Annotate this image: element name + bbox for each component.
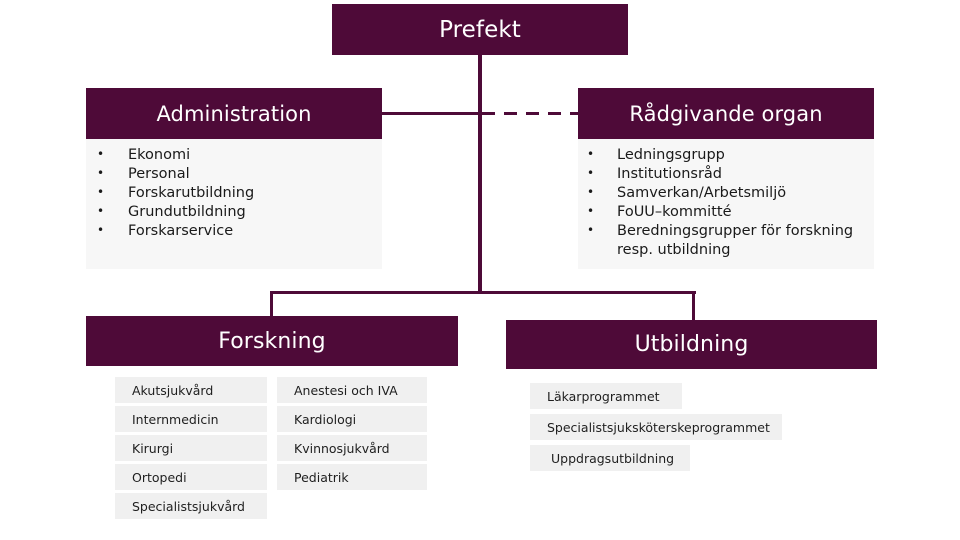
chip-utbildning[interactable]: Läkarprogrammet <box>530 383 682 409</box>
connector-drop-utbildning <box>692 291 695 322</box>
connector-drop-forskning <box>270 291 273 319</box>
chip-utbildning[interactable]: Specialistsjuksköterskeprogrammet <box>530 414 782 440</box>
list-item[interactable]: Institutionsråd <box>578 164 874 184</box>
list-item[interactable]: Samverkan/Arbetsmiljö <box>578 183 874 203</box>
connector-admin-arm <box>382 112 479 115</box>
chip-forskning[interactable]: Ortopedi <box>115 464 267 490</box>
list-item[interactable]: Forskarservice <box>86 221 382 241</box>
chip-forskning[interactable]: Anestesi och IVA <box>277 377 427 403</box>
node-forskning-header[interactable]: Forskning <box>86 316 458 366</box>
administration-item-list: Ekonomi Personal Forskarutbildning Grund… <box>86 139 382 241</box>
chip-utbildning[interactable]: Uppdragsutbildning <box>530 445 690 471</box>
radgivande-organ-item-list: Ledningsgrupp Institutionsråd Samverkan/… <box>578 139 874 260</box>
list-item[interactable]: Forskarutbildning <box>86 183 382 203</box>
chip-forskning[interactable]: Kvinnosjukvård <box>277 435 427 461</box>
node-administration-header[interactable]: Administration <box>86 88 382 139</box>
node-prefekt[interactable]: Prefekt <box>332 4 628 55</box>
list-item[interactable]: FoUU–kommitté <box>578 202 874 222</box>
chip-forskning[interactable]: Specialistsjukvård <box>115 493 267 519</box>
chip-forskning[interactable]: Kardiologi <box>277 406 427 432</box>
connector-bottom-bus <box>270 291 696 294</box>
node-utbildning-header[interactable]: Utbildning <box>506 320 877 369</box>
chip-forskning[interactable]: Internmedicin <box>115 406 267 432</box>
chip-forskning[interactable]: Akutsjukvård <box>115 377 267 403</box>
list-item[interactable]: Beredningsgrupper för forskning resp. ut… <box>578 221 874 260</box>
node-radgivande-organ-header[interactable]: Rådgivande organ <box>578 88 874 139</box>
chip-forskning[interactable]: Pediatrik <box>277 464 427 490</box>
connector-radgivande-arm-dashed <box>482 112 578 115</box>
list-item[interactable]: Personal <box>86 164 382 184</box>
list-item[interactable]: Ledningsgrupp <box>578 145 874 165</box>
list-item[interactable]: Ekonomi <box>86 145 382 165</box>
list-item[interactable]: Grundutbildning <box>86 202 382 222</box>
connector-prefekt-stem <box>478 55 482 293</box>
chip-forskning[interactable]: Kirurgi <box>115 435 267 461</box>
